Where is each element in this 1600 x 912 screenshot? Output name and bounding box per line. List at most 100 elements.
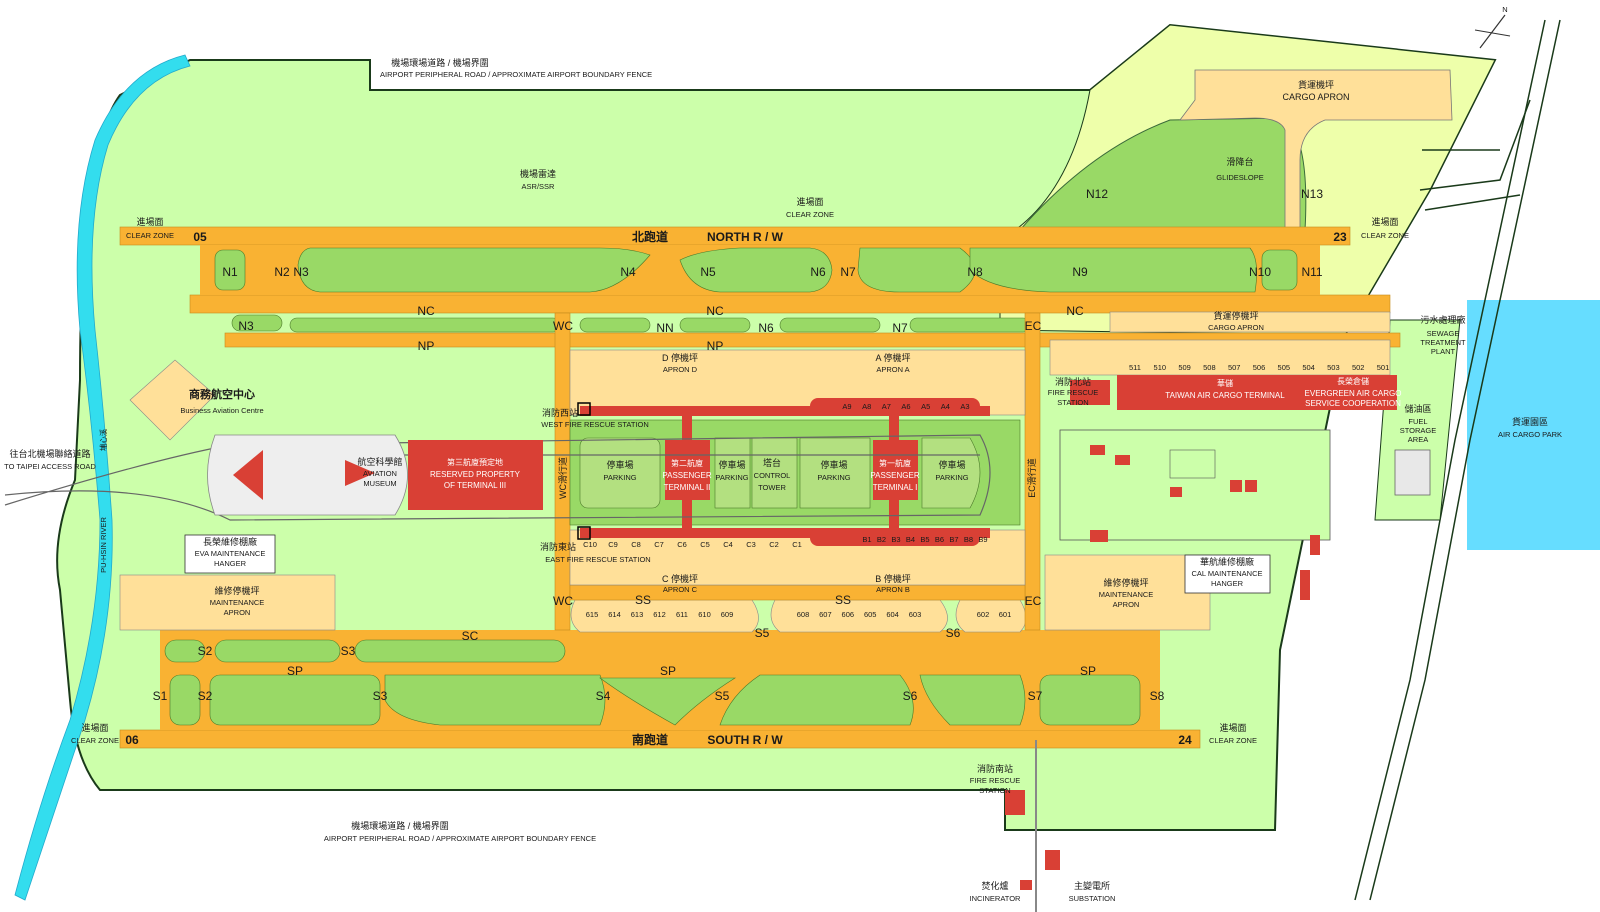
fuel-zh: 儲油區 — [1404, 403, 1431, 414]
south-fire-en2: STATION — [979, 786, 1010, 795]
taxiway-s1: S1 — [153, 689, 168, 703]
taxiway-n4: N4 — [620, 265, 636, 279]
south-runway-06: 06 — [125, 733, 139, 747]
t2-zh: 第二航廈 — [671, 458, 703, 468]
taxiway-s3: S3 — [373, 689, 388, 703]
eastern-highway — [1354, 19, 1561, 901]
stand-609: 609 — [721, 610, 734, 619]
stand-610: 610 — [698, 610, 711, 619]
stand-613: 613 — [631, 610, 644, 619]
access-road-zh: 往台北機場聯絡道路 — [9, 448, 90, 459]
north-runway-system — [119, 226, 1401, 376]
taxiway-s7: S7 — [1028, 689, 1043, 703]
north-runway-23: 23 — [1333, 230, 1347, 244]
taxiway-s2: S2 — [198, 689, 213, 703]
fuel-en3: AREA — [1408, 435, 1428, 444]
fuel-en1: FUEL — [1408, 417, 1427, 426]
stand-612: 612 — [653, 610, 666, 619]
t3-zh: 第三航廈預定地 — [447, 457, 503, 467]
stand-b4: B4 — [906, 535, 915, 544]
stand-511: 511 — [1129, 363, 1141, 372]
stand-c2: C2 — [769, 540, 779, 549]
stand-601: 601 — [999, 610, 1012, 619]
stand-b3: B3 — [891, 535, 900, 544]
museum-zh: 航空科學館 — [357, 456, 402, 467]
tower-en1: CONTROL — [754, 471, 791, 480]
glideslope-area — [1018, 117, 1307, 231]
park4-en: PARKING — [935, 473, 968, 482]
stand-a3: A3 — [960, 402, 969, 411]
glideslope-en: GLIDESLOPE — [1216, 173, 1264, 182]
clear-zone-sw-en: CLEAR ZONE — [71, 736, 119, 745]
museum-area — [207, 434, 543, 516]
stand-c9: C9 — [608, 540, 618, 549]
pu-hsin-river — [14, 54, 191, 901]
taxiway-s4: S4 — [596, 689, 611, 703]
cargo-terminals — [1070, 375, 1397, 410]
boundary-bottom-en: AIRPORT PERIPHERAL ROAD / APPROXIMATE AI… — [324, 834, 596, 843]
t3-en1: RESERVED PROPERTY — [430, 470, 521, 479]
clear-zone-se-en: CLEAR ZONE — [1209, 736, 1257, 745]
clear-zone-ne-zh: 進場面 — [1371, 216, 1398, 227]
park1-zh: 停車場 — [606, 459, 633, 470]
stand-608: 608 — [797, 610, 810, 619]
stand-b8: B8 — [964, 535, 973, 544]
apron-d-en: APRON D — [663, 365, 698, 374]
stand-604: 604 — [886, 610, 899, 619]
apron-a-zh: A 停機坪 — [875, 352, 910, 363]
north-fire-en1: FIRE RESCUE — [1048, 388, 1098, 397]
t2-en1: PASSENGER — [662, 471, 711, 480]
taxiway-n9: N9 — [1072, 265, 1088, 279]
tower-zh: 塔台 — [763, 457, 781, 468]
stand-c8: C8 — [631, 540, 641, 549]
substation-bldg — [1045, 850, 1060, 870]
incinerator-bldg — [1020, 880, 1032, 890]
taxiway-nc-2: NC — [706, 304, 724, 318]
stand-607: 607 — [819, 610, 832, 619]
taxiway-ec-upper: EC — [1025, 319, 1042, 333]
taxiway-n5: N5 — [700, 265, 716, 279]
taxiway-n8: N8 — [967, 265, 983, 279]
incinerator-zh: 焚化爐 — [981, 880, 1008, 891]
stand-605: 605 — [864, 610, 877, 619]
taxiway-ss-2: SS — [835, 593, 851, 607]
sewage-en1: SEWAGE — [1427, 329, 1460, 338]
taxiway-s6: S6 — [903, 689, 918, 703]
stand-c3: C3 — [746, 540, 756, 549]
stand-614: 614 — [608, 610, 621, 619]
stand-b9: B9 — [978, 535, 987, 544]
taxiway-np-1: NP — [418, 339, 435, 353]
tact-zh: 華儲 — [1217, 378, 1233, 388]
stand-510: 510 — [1154, 363, 1167, 372]
taxiway-s2-upper: S2 — [198, 644, 213, 658]
asr-zh: 機場雷達 — [520, 168, 556, 179]
river-en: PU-HSIN RIVER — [99, 516, 108, 572]
south-access-road — [1035, 740, 1037, 912]
tower-en2: TOWER — [758, 483, 786, 492]
substation-en: SUBSTATION — [1069, 894, 1116, 903]
west-fire-zh: 消防西站 — [542, 407, 578, 418]
stand-b7: B7 — [949, 535, 958, 544]
mapron-w-en2: APRON — [224, 608, 251, 617]
taxiway-n3: N3 — [293, 265, 309, 279]
t1-zh: 第一航廈 — [879, 458, 911, 468]
stand-c7: C7 — [654, 540, 664, 549]
eva-maintenance-apron — [119, 574, 336, 631]
north-fire-en2: STATION — [1057, 398, 1088, 407]
east-fire-en: EAST FIRE RESCUE STATION — [545, 555, 650, 564]
north-runway-en: NORTH R / W — [707, 230, 784, 244]
asr-en: ASR/SSR — [522, 182, 556, 191]
stand-b1: B1 — [862, 535, 871, 544]
stand-506: 506 — [1253, 363, 1266, 372]
taxiway-n2: N2 — [274, 265, 290, 279]
park2-en: PARKING — [715, 473, 748, 482]
stand-504: 504 — [1302, 363, 1315, 372]
tact-en: TAIWAN AIR CARGO TERMINAL — [1165, 391, 1285, 400]
t1-en1: PASSENGER — [870, 471, 919, 480]
taxiway-nc-3: NC — [1066, 304, 1084, 318]
south-runway-24: 24 — [1178, 733, 1192, 747]
stand-b5: B5 — [920, 535, 929, 544]
stand-a7: A7 — [882, 402, 891, 411]
